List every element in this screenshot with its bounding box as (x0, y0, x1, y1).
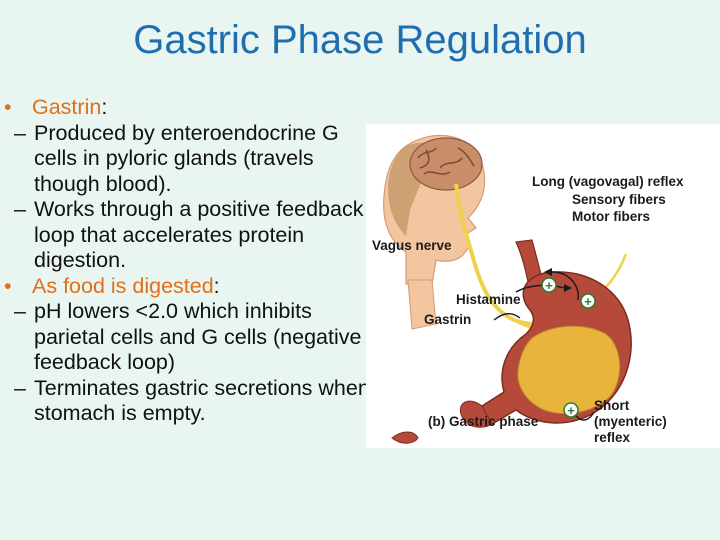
arrow-histamine-head (564, 284, 572, 292)
label-motor-fibers: Motor fibers (572, 209, 650, 224)
label-histamine: Histamine (456, 292, 521, 307)
dash-marker: – (14, 299, 26, 323)
label-long-reflex: Long (vagovagal) reflex (532, 174, 684, 189)
sub-bullet-ph: – pH lowers <2.0 which inhibits parietal… (4, 299, 374, 376)
arrow-sensory-head (544, 268, 552, 276)
plus-sign: + (567, 403, 575, 418)
plus-sign: + (584, 294, 592, 309)
gastric-phase-figure: + + + Long (vagovagal) reflex Sensory fi… (366, 124, 720, 448)
plus-marker-3: + (563, 402, 579, 418)
duodenum (459, 400, 493, 428)
plus-sign: + (545, 278, 553, 293)
brain-folds (417, 147, 475, 175)
bullet-colon: : (213, 273, 220, 298)
arrow-histamine (515, 284, 565, 293)
dash-marker: – (14, 375, 26, 400)
label-reflex: reflex (594, 430, 631, 445)
label-myenteric: (myenteric) (594, 414, 667, 429)
bullet-gastrin: • Gastrin: (4, 95, 374, 121)
arrow-sensory (551, 271, 579, 301)
label-sensory-fibers: Sensory fibers (572, 192, 666, 207)
figure-illustration: + + + Long (vagovagal) reflex Sensory fi… (372, 134, 684, 445)
slide-title: Gastric Phase Regulation (133, 18, 587, 62)
sub-bullet-terminates: – Terminates gastric secretions when sto… (4, 376, 374, 427)
bullet-colon: : (101, 95, 108, 119)
neck (407, 279, 437, 330)
bullet-marker: • (4, 95, 12, 119)
stomach-food (517, 325, 621, 414)
sub-bullet-text: Produced by enteroendocrine G cells in p… (34, 120, 339, 196)
sub-bullet-produced: – Produced by enteroendocrine G cells in… (4, 121, 374, 198)
arrow-gastrin (493, 313, 521, 321)
label-gastrin: Gastrin (424, 312, 471, 327)
sub-bullet-text: Terminates gastric secretions when stoma… (34, 375, 370, 426)
dash-marker: – (14, 120, 26, 145)
bullet-digested: • As food is digested: (4, 274, 374, 300)
bullet-list: • Gastrin: – Produced by enteroendocrine… (4, 95, 374, 427)
plus-marker-2: + (580, 293, 596, 309)
small-tissue (391, 431, 419, 444)
label-vagus-nerve: Vagus nerve (372, 238, 452, 253)
bullet-marker: • (4, 273, 12, 298)
sub-bullet-text: pH lowers <2.0 which inhibits parietal c… (34, 299, 362, 374)
sub-bullet-feedback: – Works through a positive feedback loop… (4, 197, 374, 274)
bullet-gastrin-label: Gastrin (32, 95, 102, 119)
label-short: Short (594, 398, 630, 413)
sub-bullet-text: Works through a positive feedback loop t… (34, 197, 364, 272)
dash-marker: – (14, 197, 26, 221)
label-panel-gastric-phase: (b) Gastric phase (428, 414, 539, 429)
bullet-digested-label: As food is digested (32, 273, 214, 298)
plus-marker-1: + (541, 277, 557, 293)
